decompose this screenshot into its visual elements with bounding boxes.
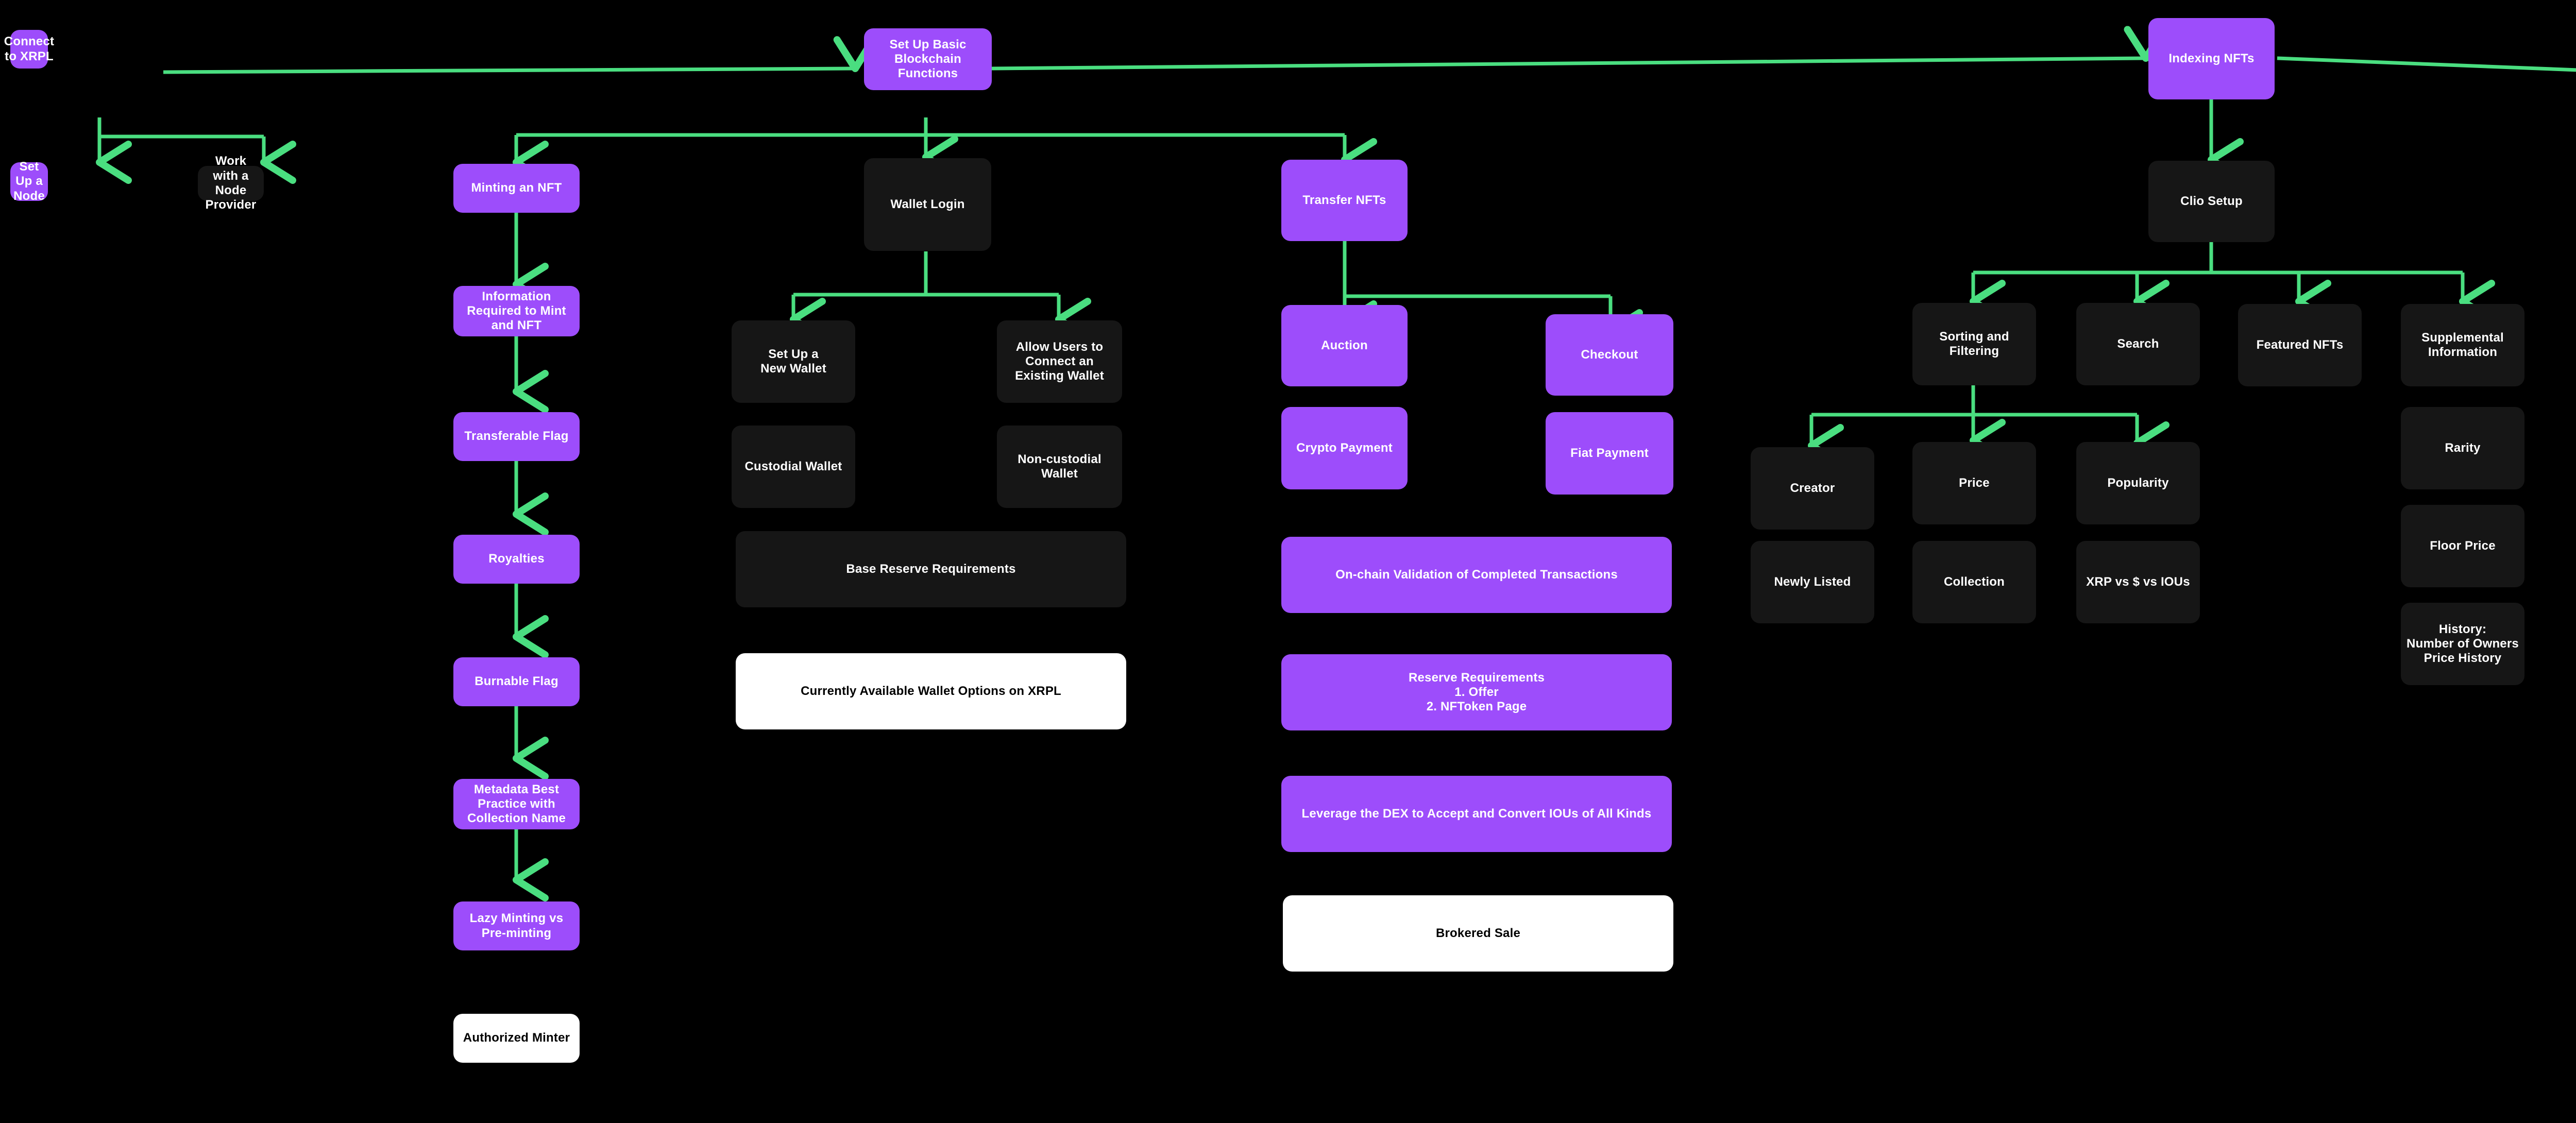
node-label: Search bbox=[2117, 336, 2159, 351]
node-label: Popularity bbox=[2107, 475, 2169, 490]
node-label: Set Up a Node bbox=[13, 160, 45, 203]
node-label: Authorized Minter bbox=[463, 1031, 570, 1045]
node-floor-price[interactable]: Floor Price bbox=[2401, 505, 2524, 587]
node-transfer-nfts[interactable]: Transfer NFTs bbox=[1281, 160, 1408, 241]
node-transferable-flag[interactable]: Transferable Flag bbox=[453, 412, 580, 461]
node-label: Price bbox=[1959, 475, 1990, 490]
node-base-reserve-requirements[interactable]: Base Reserve Requirements bbox=[736, 531, 1126, 607]
node-label: Checkout bbox=[1581, 347, 1638, 362]
node-label: Allow Users to Connect an Existing Walle… bbox=[1015, 339, 1104, 383]
node-supplemental-information[interactable]: Supplemental Information bbox=[2401, 304, 2524, 386]
node-on-chain-validation-of-completed-transactions[interactable]: On-chain Validation of Completed Transac… bbox=[1281, 537, 1672, 613]
node-burnable-flag[interactable]: Burnable Flag bbox=[453, 657, 580, 706]
node-allow-users-to-connect-an-existing-wallet[interactable]: Allow Users to Connect an Existing Walle… bbox=[997, 320, 1122, 403]
node-label: Floor Price bbox=[2430, 538, 2496, 553]
node-label: Work with a Node Provider bbox=[205, 154, 257, 212]
node-collection[interactable]: Collection bbox=[1912, 541, 2036, 623]
node-label: Rarity bbox=[2445, 440, 2481, 455]
node-fiat-payment[interactable]: Fiat Payment bbox=[1546, 412, 1673, 495]
node-connect-to-xrpl[interactable]: Connect to XRPL bbox=[4, 30, 54, 69]
node-label: XRP vs $ vs IOUs bbox=[2086, 574, 2190, 589]
node-label: Set Up a New Wallet bbox=[760, 347, 826, 376]
node-clio-setup[interactable]: Clio Setup bbox=[2148, 161, 2275, 242]
node-label: History: Number of Owners Price History bbox=[2406, 622, 2519, 666]
node-label: Base Reserve Requirements bbox=[846, 562, 1016, 576]
node-leverage-the-dex[interactable]: Leverage the DEX to Accept and Convert I… bbox=[1281, 776, 1672, 852]
node-label: Minting an NFT bbox=[471, 181, 562, 195]
node-label: Collection bbox=[1943, 574, 2005, 589]
node-label: Sorting and Filtering bbox=[1939, 329, 2009, 358]
node-label: Auction bbox=[1321, 338, 1368, 352]
node-label: Transferable Flag bbox=[464, 429, 569, 444]
node-non-custodial-wallet[interactable]: Non-custodial Wallet bbox=[997, 426, 1122, 508]
node-label: Transfer NFTs bbox=[1302, 193, 1386, 207]
node-label: Creator bbox=[1790, 481, 1835, 495]
node-label: Set Up Basic Blockchain Functions bbox=[889, 37, 967, 81]
node-label: Leverage the DEX to Accept and Convert I… bbox=[1301, 806, 1652, 821]
node-label: Fiat Payment bbox=[1570, 446, 1649, 460]
node-label: Connect to XRPL bbox=[4, 35, 55, 63]
node-brokered-sale[interactable]: Brokered Sale bbox=[1283, 895, 1673, 972]
node-minting-an-nft[interactable]: Minting an NFT bbox=[453, 164, 580, 213]
node-metadata-best-practice-with-collection-name[interactable]: Metadata Best Practice with Collection N… bbox=[453, 779, 580, 829]
node-newly-listed[interactable]: Newly Listed bbox=[1751, 541, 1874, 623]
node-wallet-login[interactable]: Wallet Login bbox=[864, 158, 991, 251]
node-custodial-wallet[interactable]: Custodial Wallet bbox=[732, 426, 855, 508]
node-set-up-a-new-wallet[interactable]: Set Up a New Wallet bbox=[732, 320, 855, 403]
node-label: Non-custodial Wallet bbox=[1018, 452, 1101, 481]
node-label: Newly Listed bbox=[1774, 574, 1851, 589]
node-label: Crypto Payment bbox=[1296, 440, 1393, 455]
node-checkout[interactable]: Checkout bbox=[1546, 314, 1673, 396]
node-label: Currently Available Wallet Options on XR… bbox=[801, 684, 1061, 698]
node-crypto-payment[interactable]: Crypto Payment bbox=[1281, 407, 1408, 489]
node-label: Wallet Login bbox=[890, 197, 965, 211]
edge-indexing-to-caching bbox=[2277, 56, 2576, 72]
node-label: Clio Setup bbox=[2180, 194, 2243, 208]
node-indexing-nfts[interactable]: Indexing NFTs bbox=[2148, 18, 2275, 99]
node-label: Information Required to Mint and NFT bbox=[467, 289, 566, 333]
node-label: Featured NFTs bbox=[2256, 337, 2344, 352]
node-label: Indexing NFTs bbox=[2168, 51, 2255, 65]
node-rarity[interactable]: Rarity bbox=[2401, 407, 2524, 489]
node-creator[interactable]: Creator bbox=[1751, 447, 1874, 530]
node-xrp-vs-dollar-vs-ious[interactable]: XRP vs $ vs IOUs bbox=[2076, 541, 2200, 623]
edge-setup-to-indexing bbox=[991, 25, 2167, 71]
node-featured-nfts[interactable]: Featured NFTs bbox=[2238, 304, 2362, 386]
node-search[interactable]: Search bbox=[2076, 303, 2200, 385]
node-authorized-minter[interactable]: Authorized Minter bbox=[453, 1014, 580, 1063]
edge-connect-to-setup bbox=[163, 36, 877, 74]
node-currently-available-wallet-options-on-xrpl[interactable]: Currently Available Wallet Options on XR… bbox=[736, 653, 1126, 729]
node-label: Metadata Best Practice with Collection N… bbox=[467, 782, 566, 826]
node-set-up-basic-blockchain-functions[interactable]: Set Up Basic Blockchain Functions bbox=[864, 28, 992, 90]
node-label: Custodial Wallet bbox=[744, 459, 842, 473]
node-work-with-a-node-provider[interactable]: Work with a Node Provider bbox=[198, 154, 264, 212]
node-sorting-and-filtering[interactable]: Sorting and Filtering bbox=[1912, 303, 2036, 385]
node-history-number-of-owners-price-history[interactable]: History: Number of Owners Price History bbox=[2401, 603, 2524, 685]
node-lazy-minting-vs-pre-minting[interactable]: Lazy Minting vs Pre-minting bbox=[453, 901, 580, 950]
node-label: Royalties bbox=[488, 552, 545, 566]
node-information-required-to-mint-an-nft[interactable]: Information Required to Mint and NFT bbox=[453, 286, 580, 336]
node-royalties[interactable]: Royalties bbox=[453, 535, 580, 584]
node-label: On-chain Validation of Completed Transac… bbox=[1335, 567, 1618, 582]
node-label: Brokered Sale bbox=[1435, 926, 1520, 940]
node-label: Burnable Flag bbox=[474, 674, 558, 689]
node-label: Lazy Minting vs Pre-minting bbox=[469, 911, 564, 940]
edge-xrpl-split-bar bbox=[97, 117, 264, 139]
node-set-up-a-node[interactable]: Set Up a Node bbox=[10, 160, 48, 203]
node-label: Supplemental Information bbox=[2421, 330, 2504, 359]
node-label: Reserve Requirements 1. Offer 2. NFToken… bbox=[1408, 670, 1545, 714]
node-reserve-requirements[interactable]: Reserve Requirements 1. Offer 2. NFToken… bbox=[1281, 654, 1672, 730]
node-auction[interactable]: Auction bbox=[1281, 305, 1408, 386]
node-popularity[interactable]: Popularity bbox=[2076, 442, 2200, 524]
node-price[interactable]: Price bbox=[1912, 442, 2036, 524]
